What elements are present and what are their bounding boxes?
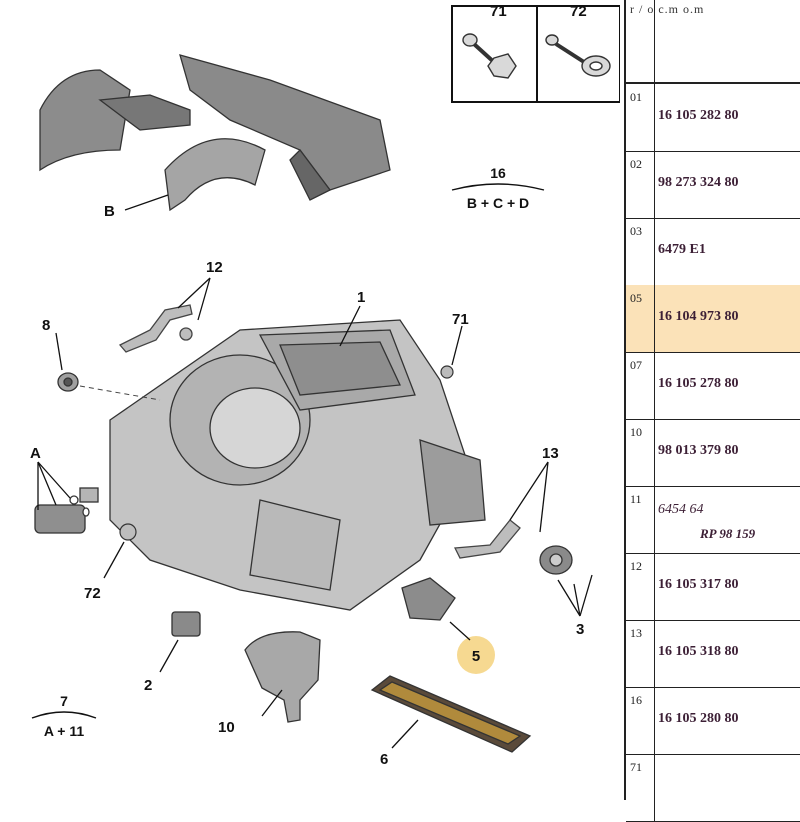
- callout-a: A: [30, 445, 41, 462]
- row-part-number: 16 104 973 80: [658, 309, 739, 324]
- group-7-number: 7: [60, 693, 68, 709]
- actuator-3-part: [539, 545, 573, 575]
- row-part-number: 6479 E1: [658, 242, 706, 257]
- row-divider: [654, 687, 655, 754]
- row-part-number: 16 105 278 80: [658, 376, 739, 391]
- hvac-housing-part: [109, 319, 486, 611]
- group-16-number: 16: [490, 165, 506, 181]
- callout-3: 3: [576, 621, 584, 638]
- callout-72: 72: [84, 585, 101, 602]
- callout-13: 13: [542, 445, 559, 462]
- row-code: 12: [630, 559, 642, 573]
- screw-72-part: [119, 523, 137, 541]
- table-row: 02 98 273 324 80: [626, 151, 800, 219]
- row-divider: [654, 352, 655, 419]
- row-divider: [654, 218, 655, 285]
- screw-71-part: [440, 365, 454, 379]
- row-part-number: 6454 64: [658, 502, 704, 517]
- row-divider: [654, 419, 655, 486]
- row-part-number: 98 273 324 80: [658, 175, 739, 190]
- row-part-number: 98 013 379 80: [658, 443, 739, 458]
- row-code: 07: [630, 358, 642, 372]
- table-row: 12 16 105 317 80: [626, 553, 800, 621]
- table-row: 07 16 105 278 80: [626, 352, 800, 420]
- bolt-72-icon: [545, 34, 611, 77]
- row-code: 02: [630, 157, 642, 171]
- group-16-label: 16 B + C + D: [451, 165, 545, 211]
- callout-6: 6: [380, 751, 388, 768]
- table-header: r / o c.m o.m: [626, 0, 800, 84]
- callout-2: 2: [144, 677, 152, 694]
- parts-reference-table: r / o c.m o.m 01 16 105 282 80 02 98 273 32…: [624, 0, 800, 822]
- row-divider: [654, 151, 655, 218]
- hvac-exploded-diagram: 71 72 B 16 B + C + D: [30, 3, 620, 768]
- callout-8: 8: [42, 317, 50, 334]
- callout-1: 1: [357, 289, 365, 306]
- hose-13-part: [453, 519, 521, 559]
- actuator-a-part: [34, 487, 99, 534]
- hose-10-part: [244, 631, 321, 723]
- resistor-5-part: [401, 577, 456, 621]
- row-part-number-alt: RP 98 159: [700, 526, 756, 541]
- row-divider: [654, 486, 655, 553]
- row-part-number: 16 105 318 80: [658, 644, 739, 659]
- row-divider: [654, 84, 655, 151]
- row-code: 11: [630, 492, 642, 506]
- row-code: 71: [630, 760, 642, 774]
- row-code: 13: [630, 626, 642, 640]
- bolt-71-icon: [462, 33, 517, 79]
- table-row: 03 6479 E1: [626, 218, 800, 286]
- group-7-label: 7 A + 11: [31, 693, 97, 739]
- grommet-8-part: [57, 372, 79, 392]
- hose-12-part: [118, 304, 193, 353]
- row-part-number: 16 105 317 80: [658, 577, 739, 592]
- row-code: 03: [630, 224, 642, 238]
- table-row: 16 16 105 280 80: [626, 687, 800, 755]
- callout-b: B: [104, 203, 115, 220]
- connector-2-part: [171, 611, 201, 637]
- row-part-number: 16 105 282 80: [658, 108, 739, 123]
- table-header-divider: [654, 0, 655, 82]
- table-row: 05 16 104 973 80: [626, 285, 800, 353]
- row-code: 01: [630, 90, 642, 104]
- group-7-parts: A + 11: [44, 723, 85, 739]
- callout-12: 12: [206, 259, 223, 276]
- callout-71: 71: [452, 311, 469, 328]
- table-row: 71: [626, 754, 800, 822]
- fastener-panel: 71 72: [451, 3, 620, 103]
- row-code: 05: [630, 291, 642, 305]
- row-code: 10: [630, 425, 642, 439]
- callout-10: 10: [218, 719, 235, 736]
- row-divider: [654, 553, 655, 620]
- table-row: 13 16 105 318 80: [626, 620, 800, 688]
- duct-bracket-part: [39, 54, 391, 212]
- row-divider: [654, 754, 655, 821]
- table-row: 10 98 013 379 80: [626, 419, 800, 487]
- group-16-parts: B + C + D: [467, 195, 529, 211]
- table-header-text: r / o c.m o.m: [630, 2, 705, 16]
- row-divider: [654, 285, 655, 352]
- row-part-number: 16 105 280 80: [658, 711, 739, 726]
- filter-6-part: [370, 675, 532, 753]
- row-divider: [654, 620, 655, 687]
- fastener-label-72: 72: [570, 3, 587, 20]
- callout-5: 5: [472, 648, 480, 665]
- table-row: 01 16 105 282 80: [626, 84, 800, 152]
- row-code: 16: [630, 693, 642, 707]
- table-row: 11 6454 64 RP 98 159: [626, 486, 800, 554]
- callout-5-highlight: [457, 636, 495, 674]
- fastener-label-71: 71: [490, 3, 507, 20]
